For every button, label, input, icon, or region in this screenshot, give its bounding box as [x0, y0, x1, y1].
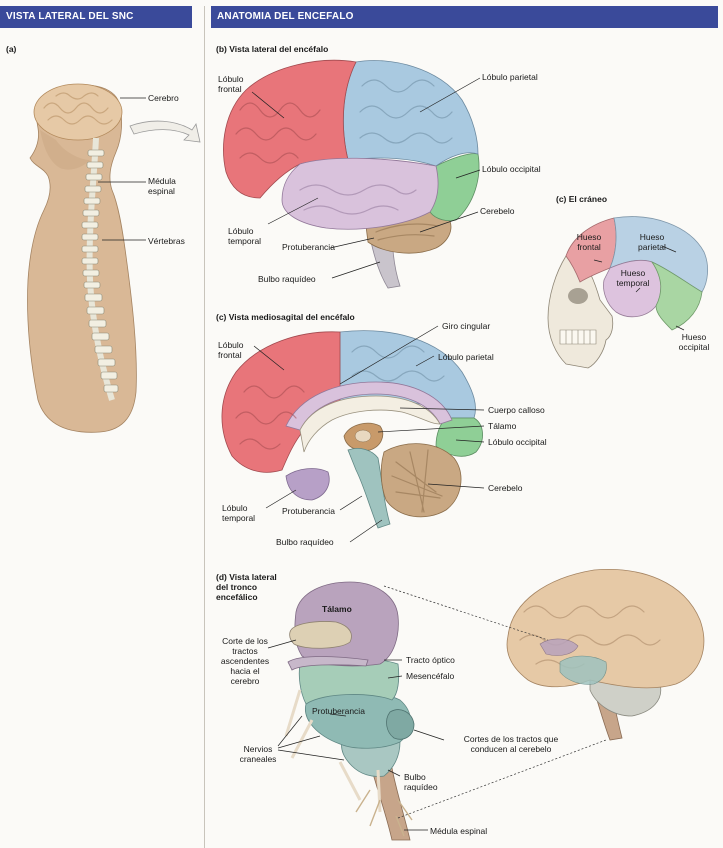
- panel-c-title: (c) El cráneo: [556, 194, 607, 204]
- label-talamo-d: Tálamo: [322, 604, 352, 614]
- label-vertebras: Vértebras: [148, 236, 185, 246]
- skull-teeth: [560, 330, 596, 344]
- cerebro-illustration: [34, 84, 122, 140]
- label-protuberancia-d: Protuberancia: [312, 706, 365, 716]
- label-medula-espinal-d: Médula espinal: [430, 826, 487, 836]
- label-hueso-temporal: Hueso temporal: [612, 268, 654, 288]
- body-figure-illustration: [27, 84, 200, 432]
- panel-a-marker: (a): [6, 44, 16, 54]
- label-hueso-frontal: Hueso frontal: [572, 232, 606, 252]
- panel-d-title: (d) Vista lateral del tronco encefálico: [216, 572, 286, 602]
- label-bulbo-mid: Bulbo raquídeo: [276, 537, 334, 547]
- label-cuerpo-calloso: Cuerpo calloso: [488, 405, 545, 415]
- label-protuberancia-mid: Protuberancia: [282, 506, 335, 516]
- label-cerebelo-mid: Cerebelo: [488, 483, 523, 493]
- label-cerebro: Cerebro: [148, 93, 179, 103]
- label-talamo-mid: Tálamo: [488, 421, 516, 431]
- label-bulbo-b: Bulbo raquídeo: [258, 274, 316, 284]
- label-protuberancia-b: Protuberancia: [282, 242, 335, 252]
- label-mesencefalo: Mesencéfalo: [406, 671, 454, 681]
- label-giro-cingular: Giro cingular: [442, 321, 490, 331]
- talamo-core-mid: [355, 430, 371, 442]
- label-hueso-occipital: Hueso occipital: [672, 332, 716, 352]
- label-bulbo-d: Bulbo raquídeo: [404, 772, 444, 792]
- brain-lateral-illustration: [223, 60, 480, 288]
- lobulo-parietal-b: [343, 61, 478, 166]
- label-lobulo-frontal-mid: Lóbulo frontal: [218, 340, 258, 360]
- label-lobulo-occipital-b: Lóbulo occipital: [482, 164, 541, 174]
- label-lobulo-occipital-mid: Lóbulo occipital: [488, 437, 547, 447]
- label-lobulo-temporal-b: Lóbulo temporal: [228, 226, 270, 246]
- skull-orbit: [568, 288, 588, 304]
- label-hueso-parietal: Hueso parietal: [632, 232, 672, 252]
- label-lobulo-parietal-mid: Lóbulo parietal: [438, 352, 494, 362]
- label-medula-espinal-a: Médula espinal: [148, 176, 192, 196]
- label-corte-cerebelo: Cortes de los tractos que conducen al ce…: [446, 734, 576, 754]
- panel-mid-title: (c) Vista mediosagital del encéfalo: [216, 312, 355, 322]
- label-lobulo-frontal-b: Lóbulo frontal: [218, 74, 258, 94]
- corte-ascendentes-d: [290, 621, 352, 648]
- label-lobulo-parietal-b: Lóbulo parietal: [482, 72, 538, 82]
- panel-b-title: (b) Vista lateral del encéfalo: [216, 44, 328, 54]
- label-nervios-craneales: Nervios craneales: [238, 744, 278, 764]
- curved-arrow: [130, 121, 200, 142]
- label-cerebelo-b: Cerebelo: [480, 206, 515, 216]
- label-tracto-optico: Tracto óptico: [406, 655, 455, 665]
- label-corte-ascendentes: Corte de los tractos ascendentes hacia e…: [218, 636, 272, 686]
- lobulo-temporal-mid: [286, 469, 329, 500]
- lobulo-temporal-b: [282, 158, 438, 229]
- label-lobulo-temporal-mid: Lóbulo temporal: [222, 503, 264, 523]
